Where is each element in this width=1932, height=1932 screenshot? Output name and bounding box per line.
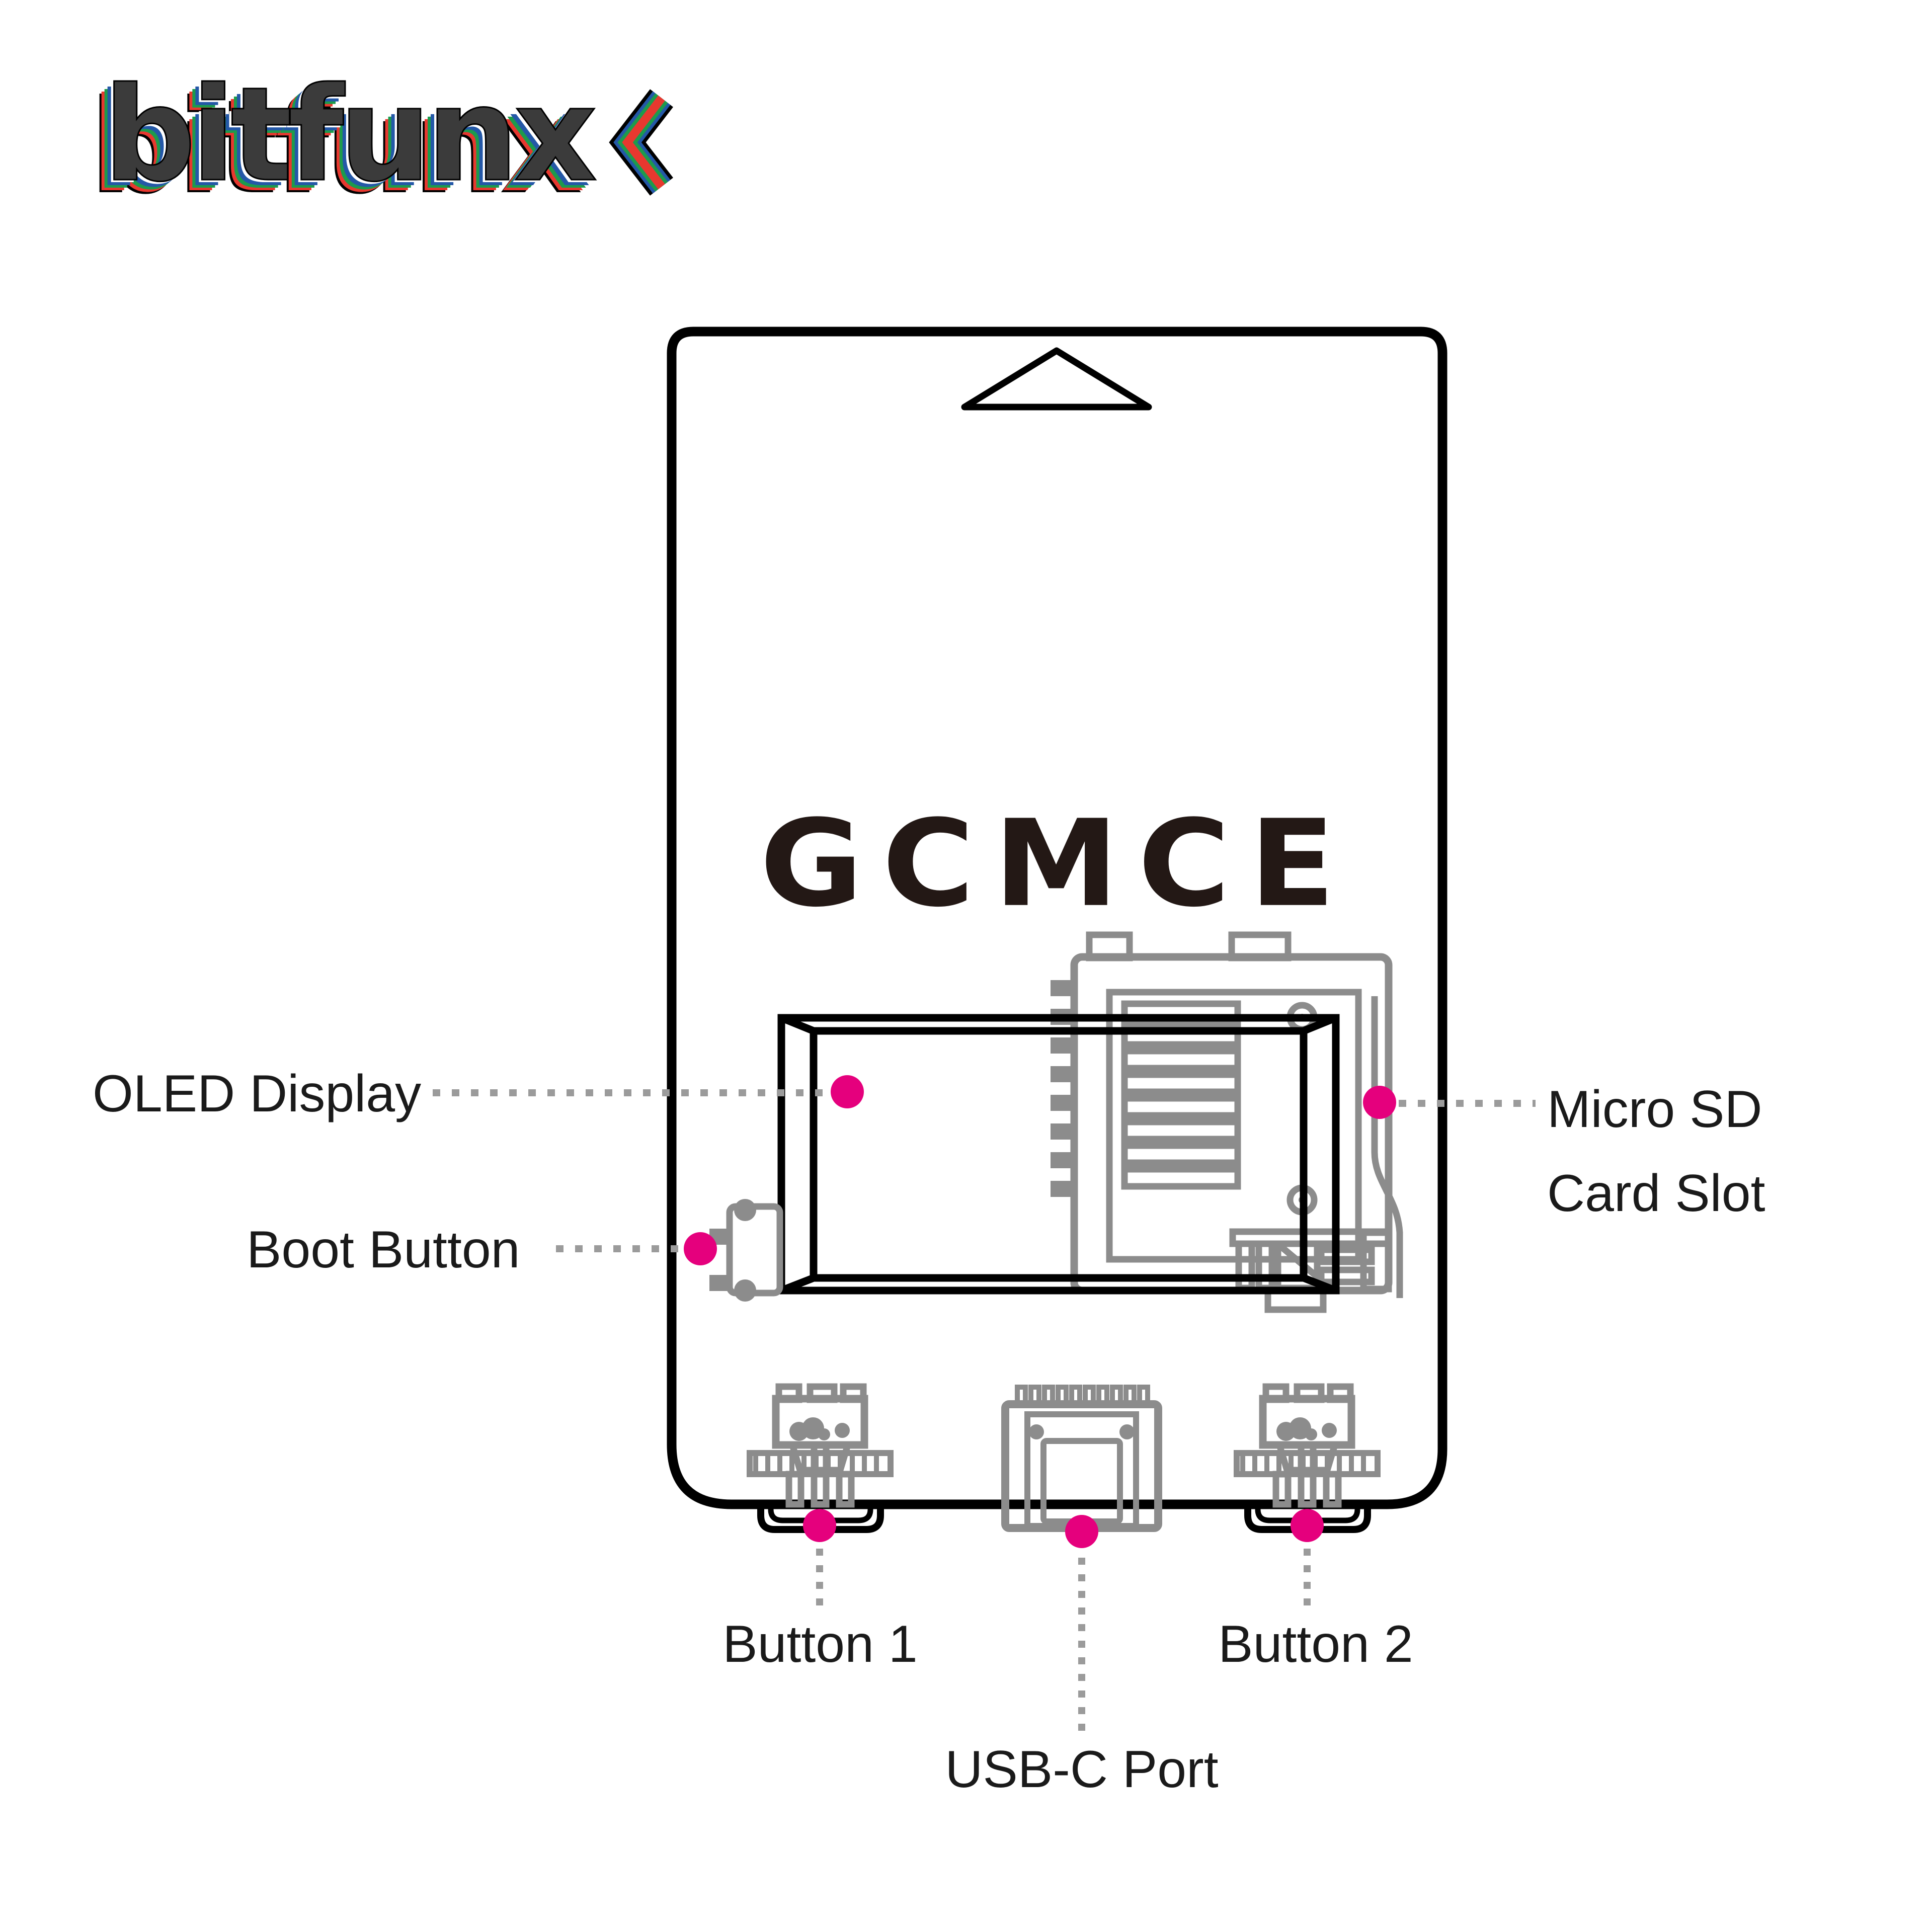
callout-leader-lines	[433, 1089, 1536, 1735]
top-notch-triangle	[961, 347, 1152, 411]
button2-switch-drawing	[1234, 1383, 1381, 1508]
label-oled-display: OLED Display	[93, 1065, 422, 1123]
left-chevron-icon	[609, 89, 674, 196]
callout-dots	[684, 1075, 1396, 1548]
label-microsd-line2: Card Slot	[1547, 1164, 1765, 1223]
label-boot-button: Boot Button	[247, 1221, 520, 1279]
label-usbc-port: USB-C Port	[945, 1740, 1219, 1799]
callout-dot-boot-button	[684, 1232, 717, 1265]
oled-display-drawing	[777, 1014, 1340, 1295]
label-microsd-card-slot: Micro SD Card Slot	[1547, 1068, 1765, 1236]
brand-logo: bitfunx	[102, 59, 681, 211]
button1-switch-drawing	[747, 1383, 894, 1508]
callout-dot-button2	[1291, 1509, 1324, 1542]
callout-dot-usbc	[1065, 1515, 1098, 1548]
callout-dot-button1	[803, 1509, 836, 1542]
memorycard-outline	[667, 327, 1447, 1509]
label-button-2: Button 2	[1218, 1615, 1413, 1673]
brand-logo-text: bitfunx	[102, 59, 598, 211]
callout-dot-microsd	[1363, 1086, 1396, 1119]
callout-dot-oled-display	[831, 1075, 864, 1108]
label-microsd-line1: Micro SD	[1547, 1080, 1762, 1139]
device-model-name: GCMCE	[760, 794, 1354, 933]
label-button-1: Button 1	[722, 1615, 918, 1673]
boot-button-drawing	[709, 1199, 783, 1302]
